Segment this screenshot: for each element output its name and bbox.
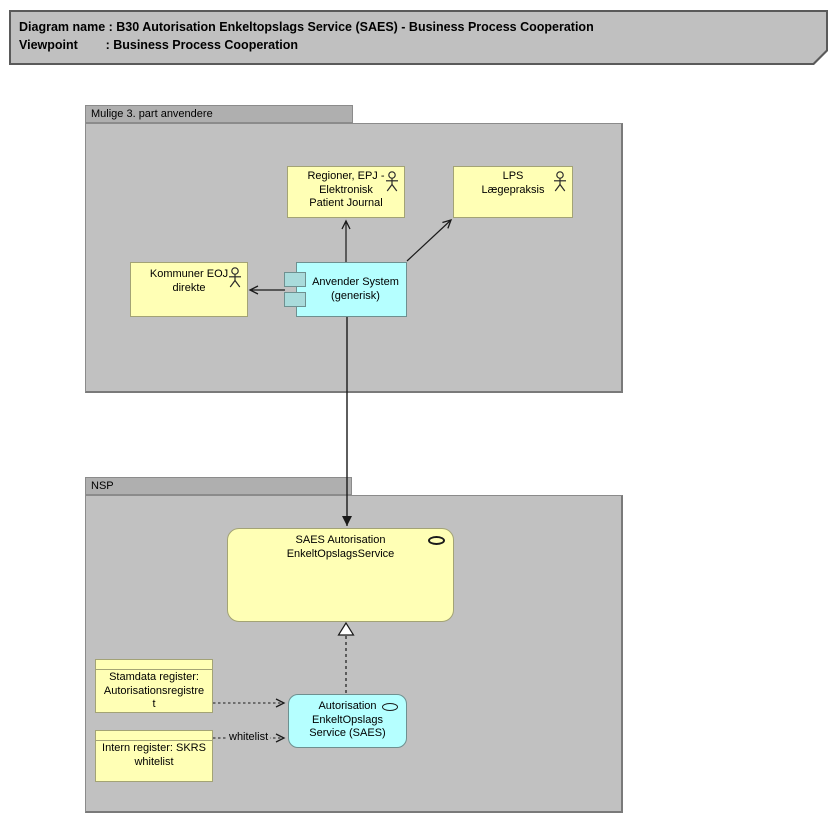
component-icon [284, 272, 306, 287]
business-actor-icon [229, 267, 241, 288]
title-line-viewpoint: Viewpoint : Business Process Cooperation [19, 37, 298, 52]
group-label-third-party: Mulige 3. part anvendere [91, 108, 213, 120]
node-kommuner-eoj[interactable]: Kommuner EOJ direkte [130, 262, 248, 317]
node-saes-service[interactable]: SAES Autorisation EnkeltOpslagsService [227, 528, 454, 622]
node-anvender-system-label: Anvender System (generisk) [312, 276, 399, 302]
node-saes-service-label: SAES Autorisation EnkeltOpslagsService [286, 534, 395, 560]
node-autorisation-service-label: Autorisation EnkeltOpslags Service (SAES… [309, 700, 386, 739]
business-actor-icon [386, 171, 398, 192]
node-regioner-epj-label: Regioner, EPJ - Elektronisk Patient Jour… [307, 170, 385, 209]
node-stamdata-register[interactable]: Stamdata register: Autorisationsregistre… [95, 659, 213, 713]
relation-label-whitelist: whitelist [227, 731, 271, 744]
diagram-title-note: Diagram name : B30 Autorisation Enkeltop… [9, 10, 828, 65]
business-object-strip [96, 731, 212, 741]
group-tab-third-party[interactable]: Mulige 3. part anvendere [85, 105, 353, 123]
group-tab-nsp[interactable]: NSP [85, 477, 352, 495]
node-regioner-epj[interactable]: Regioner, EPJ - Elektronisk Patient Jour… [287, 166, 405, 218]
service-oval-icon [428, 536, 445, 545]
business-actor-icon [554, 171, 566, 192]
node-autorisation-service[interactable]: Autorisation EnkeltOpslags Service (SAES… [288, 694, 407, 748]
node-lps-laegepraksis-label: LPS Lægepraksis [481, 170, 545, 196]
node-lps-laegepraksis[interactable]: LPS Lægepraksis [453, 166, 573, 218]
node-intern-register[interactable]: Intern register: SKRS whitelist [95, 730, 213, 782]
node-intern-register-label: Intern register: SKRS whitelist [102, 742, 206, 768]
component-icon [284, 292, 306, 307]
node-stamdata-register-label: Stamdata register: Autorisationsregistre… [103, 671, 205, 710]
node-kommuner-eoj-label: Kommuner EOJ direkte [149, 268, 229, 294]
group-body-third-party[interactable] [85, 123, 623, 393]
diagram-title-text: Diagram name : B30 Autorisation Enkeltop… [11, 12, 826, 63]
service-oval-icon [382, 703, 398, 711]
group-label-nsp: NSP [91, 480, 114, 492]
business-object-strip [96, 660, 212, 670]
title-line-diagram-name: Diagram name : B30 Autorisation Enkeltop… [19, 20, 594, 34]
node-anvender-system[interactable]: Anvender System (generisk) [284, 262, 407, 317]
